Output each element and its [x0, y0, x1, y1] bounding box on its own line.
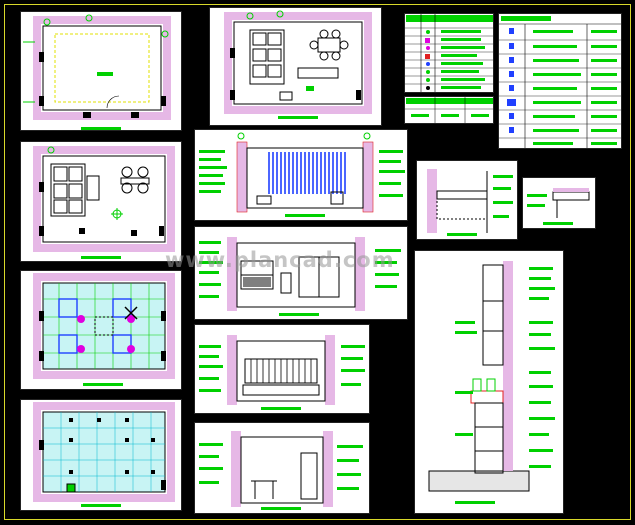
cabinet-section-panel: [414, 250, 564, 514]
floor-plan-panel: [20, 11, 182, 131]
slat-elevation-drawing: [199, 132, 405, 217]
seating-elevation-drawing: [199, 335, 365, 410]
cabinet-elevation-panel: [194, 226, 408, 320]
seating-elevation-panel: [194, 324, 370, 414]
joint-detail-panel: [522, 177, 596, 229]
legend-table-right: [498, 13, 622, 149]
section-detail-panel: [416, 160, 518, 240]
legend-table-left: [404, 13, 494, 93]
legend-table-left-drawing: [405, 14, 493, 92]
section-detail-drawing: [427, 169, 513, 236]
title-line-1: STAFF: [570, 483, 598, 492]
joint-detail-drawing: [527, 188, 590, 225]
watermark: www.plancad.com: [165, 248, 395, 272]
sheet-title-block: STAFF ROOM DETAIL: [570, 482, 601, 518]
frame-top: [4, 4, 631, 5]
seating-plan-panel: [20, 141, 182, 262]
title-line-2: ROOM: [570, 495, 598, 504]
floor-tile-plan-drawing: [33, 402, 175, 507]
floor-tile-plan-panel: [20, 399, 182, 511]
table-elevation-drawing: [199, 431, 363, 510]
legend-table-right-drawing: [499, 16, 621, 148]
ceiling-plan-panel: [20, 270, 182, 390]
floor-plan-drawing: [23, 14, 171, 130]
frame-left: [4, 4, 5, 520]
furniture-layout-panel: [209, 7, 382, 126]
cabinet-elevation-drawing: [199, 237, 401, 316]
furniture-layout-drawing: [224, 10, 372, 119]
seating-plan-drawing: [33, 146, 175, 259]
ceiling-plan-drawing: [33, 273, 175, 386]
title-line-3: DETAIL: [570, 507, 602, 516]
legend-table-small: [404, 96, 494, 124]
cabinet-section-drawing: [428, 261, 555, 504]
table-elevation-panel: [194, 422, 370, 514]
frame-right: [630, 4, 631, 520]
slat-elevation-panel: [194, 129, 408, 221]
frame-bottom: [4, 519, 631, 520]
legend-table-small-drawing: [405, 97, 493, 123]
